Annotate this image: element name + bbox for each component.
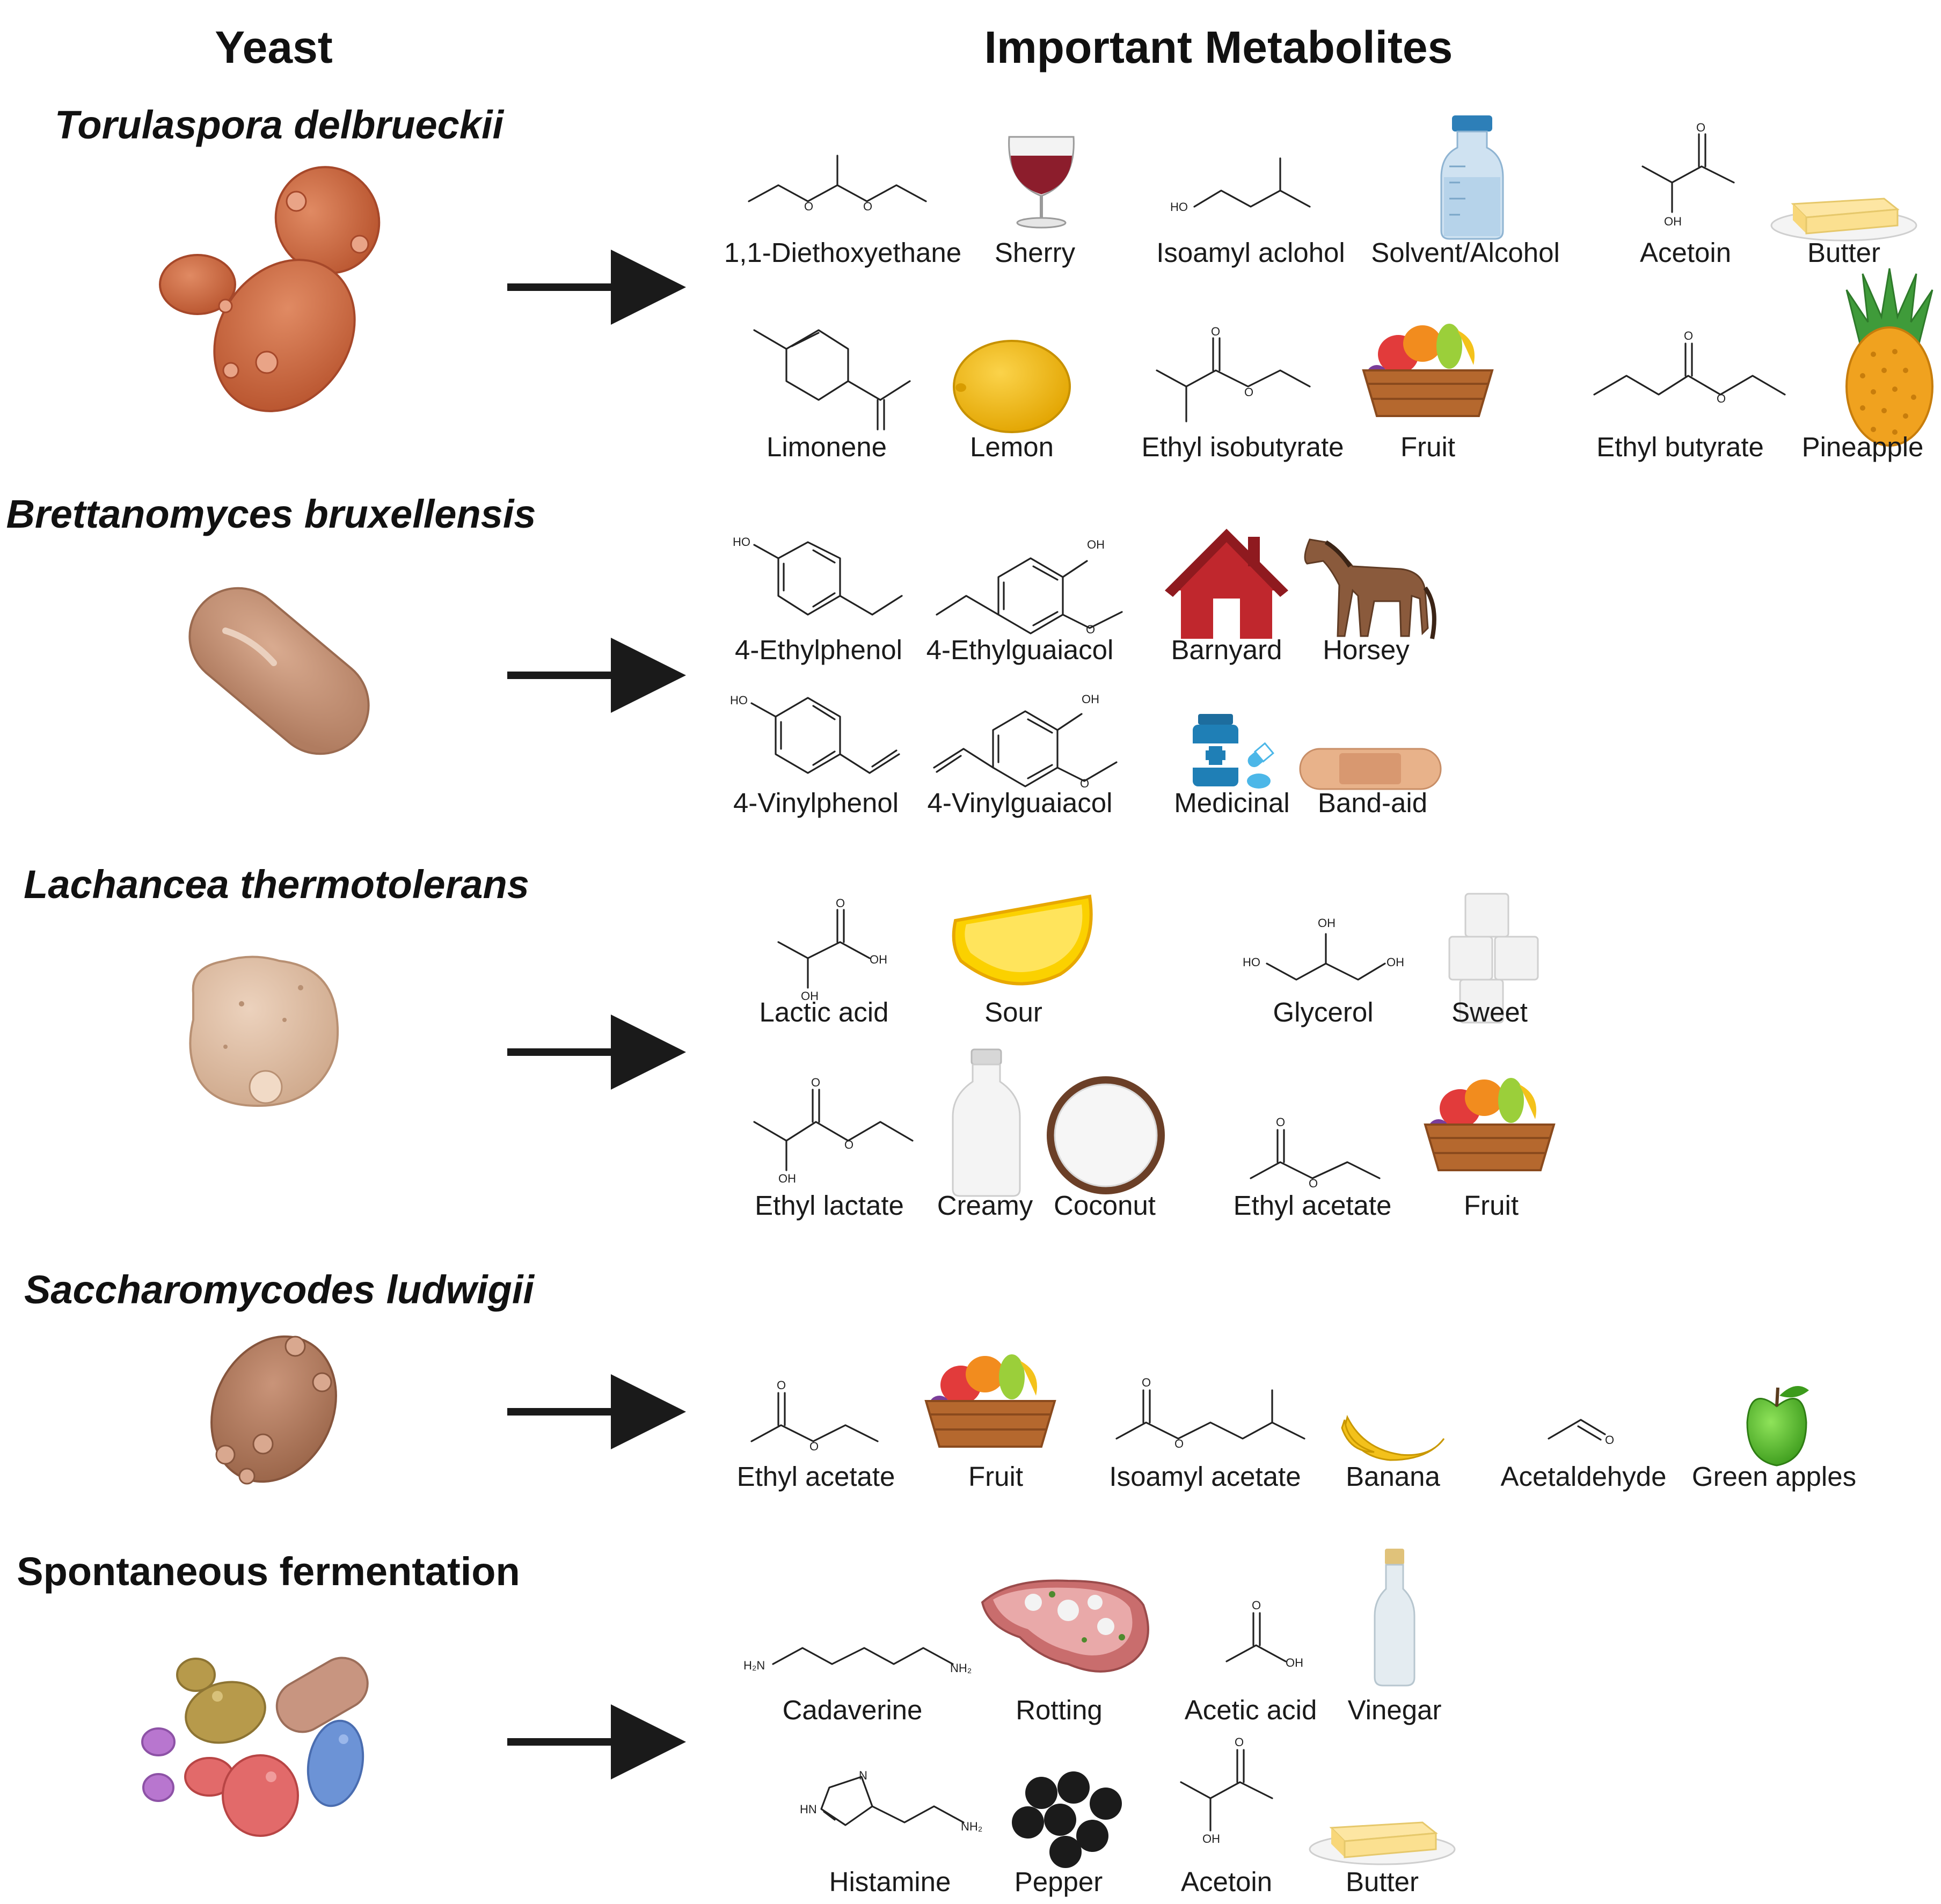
lactic-acid-structure-icon: O OH OH xyxy=(777,896,887,1003)
ring-nh-label: HN xyxy=(800,1803,817,1816)
acetoin-structure-icon: O OH xyxy=(1641,121,1735,228)
medicine-bottle-icon xyxy=(1193,714,1274,789)
rod-yeast-cell-icon xyxy=(188,587,370,755)
oxygen-atom: O xyxy=(804,200,813,213)
rotting-meat-icon xyxy=(981,1579,1149,1673)
orange-yeast-cluster-icon xyxy=(159,166,381,412)
oxygen-atom: O xyxy=(811,1076,820,1089)
oxygen-atom: O xyxy=(809,1440,819,1453)
milk-bottle-icon xyxy=(952,1048,1021,1197)
glycerol-structure-icon: HO OH OH xyxy=(1243,916,1404,981)
amine-label: H₂N xyxy=(743,1659,765,1672)
barn-house-icon xyxy=(1165,529,1288,639)
hydroxyl-label: OH xyxy=(1387,955,1404,969)
bottle-icon xyxy=(1440,115,1504,240)
cadaverine-structure-icon: H₂N NH₂ xyxy=(743,1647,972,1675)
oxygen-atom: O xyxy=(1605,1433,1614,1447)
banana-icon xyxy=(1341,1414,1445,1461)
histamine-structure-icon: HN N NH₂ xyxy=(800,1769,982,1833)
butter-icon xyxy=(1770,198,1917,242)
acetic-acid-structure-icon: O OH xyxy=(1225,1599,1303,1669)
lemon-slice-icon xyxy=(952,894,1093,986)
fruit-basket-icon xyxy=(924,1354,1056,1448)
hydroxyl-label: OH xyxy=(801,989,819,1003)
oxygen-atom: O xyxy=(1309,1177,1318,1190)
budding-yeast-cell-icon xyxy=(210,1335,337,1485)
band-aid-icon xyxy=(1299,748,1442,790)
wine-glass-icon xyxy=(1008,136,1075,229)
peppercorns-icon xyxy=(1012,1771,1122,1868)
pineapple-icon xyxy=(1845,268,1933,447)
hydroxyl-label: OH xyxy=(870,953,887,966)
green-apple-icon xyxy=(1746,1386,1809,1467)
oxygen-atom: O xyxy=(1086,623,1095,636)
oxygen-atom: O xyxy=(1717,392,1726,405)
oxygen-atom: O xyxy=(1252,1599,1261,1612)
diethoxyethane-structure-icon: O O xyxy=(748,155,927,213)
oxygen-atom: O xyxy=(1276,1115,1285,1129)
hydroxyl-label: OH xyxy=(1318,916,1336,930)
ethylguaiacol-structure-icon: OH O xyxy=(936,538,1123,636)
isoamyl-acetate-structure-icon: O O xyxy=(1115,1376,1305,1450)
oxygen-atom: O xyxy=(836,896,845,910)
butter-icon xyxy=(1309,1821,1456,1865)
vinylphenol-structure-icon: HO xyxy=(730,694,900,774)
fruit-basket-icon xyxy=(1424,1078,1556,1171)
hydroxyl-label: OH xyxy=(778,1172,796,1185)
oxygen-atom: O xyxy=(1235,1735,1244,1749)
hydroxyl-label: HO xyxy=(1170,200,1188,214)
hydroxyl-label: OH xyxy=(1202,1832,1220,1845)
ethyl-butyrate-structure-icon: O O xyxy=(1593,329,1786,405)
oxygen-atom: O xyxy=(1696,121,1705,134)
oxygen-atom: O xyxy=(1080,777,1089,790)
amine-label: NH₂ xyxy=(961,1820,982,1833)
ethylphenol-structure-icon: HO xyxy=(733,535,903,616)
hydroxyl-label: OH xyxy=(1087,538,1105,551)
isoamyl-alcohol-structure-icon: HO xyxy=(1170,157,1311,214)
oxygen-atom: O xyxy=(863,200,872,213)
coconut-icon xyxy=(1047,1076,1165,1194)
oxygen-atom: O xyxy=(1211,325,1220,338)
acetoin-structure-icon: O OH xyxy=(1180,1735,1273,1845)
ethyl-lactate-structure-icon: O O OH xyxy=(753,1076,914,1185)
hydroxyl-label: OH xyxy=(1664,215,1682,228)
acetaldehyde-structure-icon: O xyxy=(1548,1419,1614,1447)
ethyl-isobutyrate-structure-icon: O O xyxy=(1156,325,1311,422)
arrow-group xyxy=(507,250,686,1779)
vinegar-bottle-icon xyxy=(1374,1549,1415,1687)
oxygen-atom: O xyxy=(1244,385,1253,399)
fruit-basket-icon xyxy=(1362,324,1494,417)
mixed-yeast-cells-icon xyxy=(141,1657,369,1837)
horse-icon xyxy=(1304,538,1436,639)
hydroxyl-label: OH xyxy=(1286,1656,1303,1669)
limonene-structure-icon xyxy=(753,329,911,431)
hydroxyl-label: OH xyxy=(1082,692,1099,706)
vinylguaiacol-structure-icon: OH O xyxy=(933,692,1118,790)
oxygen-atom: O xyxy=(1684,329,1693,342)
oxygen-atom: O xyxy=(777,1378,786,1392)
ring-n-label: N xyxy=(859,1769,867,1782)
round-yeast-cell-icon xyxy=(189,955,339,1107)
hydroxyl-label: HO xyxy=(733,535,750,549)
oxygen-atom: O xyxy=(844,1138,853,1151)
sugar-cubes-icon xyxy=(1448,893,1539,1024)
hydroxyl-label: HO xyxy=(1243,955,1260,969)
oxygen-atom: O xyxy=(1174,1437,1184,1450)
hydroxyl-label: HO xyxy=(730,694,748,707)
oxygen-atom: O xyxy=(1142,1376,1151,1389)
lemon-icon xyxy=(953,340,1071,433)
ethyl-acetate-structure-icon: O O xyxy=(1250,1115,1381,1190)
amine-label: NH₂ xyxy=(950,1661,972,1675)
ethyl-acetate-structure-icon: O O xyxy=(750,1378,879,1453)
